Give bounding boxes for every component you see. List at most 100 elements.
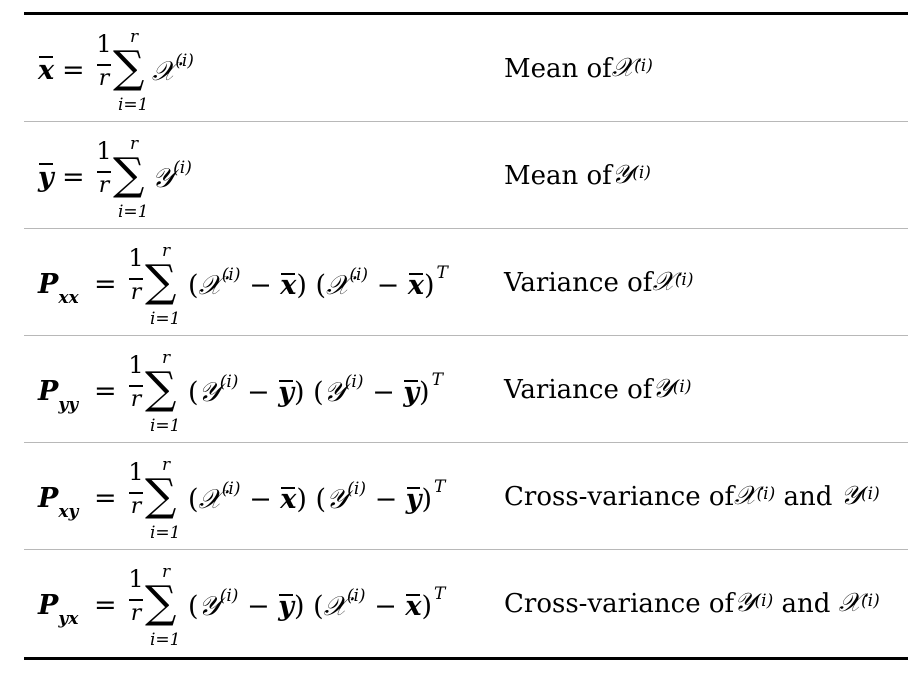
description-cell: Variance of 𝒴(i) xyxy=(504,336,691,443)
description-cell: Cross-variance of 𝒴(i) and 𝒳(i) xyxy=(504,550,880,657)
lhs-subscript: yy xyxy=(58,395,79,416)
formula-cell: Pxx = 1 r ∑ r i=1 (𝒳(i) − x) (𝒳(i) − x)T xyxy=(38,229,498,336)
formula-cell: y = 1 r ∑ r i=1 𝒴(i) xyxy=(38,122,498,229)
fraction-numerator: 1 xyxy=(96,30,112,58)
description-superscript: (i) xyxy=(634,55,653,76)
summation-upper-limit: r xyxy=(162,241,171,261)
formula-cell: Pyy = 1 r ∑ r i=1 (𝒴(i) − y) (𝒴(i) − y)T xyxy=(38,336,498,443)
description-superscript: (i) xyxy=(861,483,880,504)
summation-sign: ∑ xyxy=(145,256,177,307)
equals-sign: = xyxy=(62,55,85,86)
equals-sign: = xyxy=(94,269,117,300)
description-text: Cross-variance of xyxy=(504,588,735,619)
summation-upper-limit: r xyxy=(130,134,139,154)
lhs-subscript: yx xyxy=(58,609,79,630)
summation-lower-limit: i=1 xyxy=(150,416,181,436)
description-superscript: (i) xyxy=(756,483,776,504)
description-cell: Mean of 𝒴(i) xyxy=(504,122,651,229)
table-row: y = 1 r ∑ r i=1 𝒴(i) Mean of 𝒴(i) xyxy=(24,122,908,229)
equals-sign: = xyxy=(94,483,117,514)
summation-upper-limit: r xyxy=(162,455,171,475)
summation-lower-limit: i=1 xyxy=(118,95,149,115)
summation-lower-limit: i=1 xyxy=(118,202,149,222)
summation-sign: ∑ xyxy=(113,149,145,200)
description-superscript: (i) xyxy=(674,269,694,290)
table-row: Pxy = 1 r ∑ r i=1 (𝒳(i) − x) (𝒴(i) − y)T… xyxy=(24,443,908,550)
summation-sign: ∑ xyxy=(145,363,177,414)
fraction-denominator: r xyxy=(130,280,142,305)
description-symbol: 𝒳 xyxy=(611,53,635,83)
lhs-subscript: xx xyxy=(58,288,79,309)
row-divider xyxy=(24,442,908,443)
description-superscript: (i) xyxy=(632,162,651,183)
summand: (𝒴(i) − y) (𝒴(i) − y)T xyxy=(188,370,443,408)
row-divider xyxy=(24,335,908,336)
fraction-denominator: r xyxy=(130,387,142,412)
description-text: Variance of xyxy=(504,374,653,405)
summation-upper-limit: r xyxy=(130,27,139,47)
formula-cell: Pyx = 1 r ∑ r i=1 (𝒴(i) − y) (𝒳(i) − x)T xyxy=(38,550,498,657)
top-rule xyxy=(24,12,908,15)
fraction-bar xyxy=(97,64,111,66)
description-superscript: (i) xyxy=(754,590,774,611)
fraction-denominator: r xyxy=(130,494,142,519)
summation-lower-limit: i=1 xyxy=(150,630,181,650)
fraction-bar xyxy=(129,278,143,280)
fraction-bar xyxy=(97,171,111,173)
fraction-denominator: r xyxy=(98,173,110,198)
description-text: Mean of xyxy=(504,53,612,84)
description-text: Cross-variance of xyxy=(504,481,735,512)
description-text: Mean of xyxy=(504,160,612,191)
summand-superscript: (i) xyxy=(173,158,192,178)
bottom-rule xyxy=(24,657,908,660)
description-text: Variance of xyxy=(504,267,653,298)
lhs-symbol: y xyxy=(38,162,54,193)
table-row: x = 1 r ∑ r i=1 𝒳(i) Mean of 𝒳(i) xyxy=(24,15,908,122)
description-symbol: 𝒳 xyxy=(838,588,862,618)
description-superscript: (i) xyxy=(672,376,692,397)
fraction-numerator: 1 xyxy=(128,244,144,272)
summand-superscript: (i) xyxy=(175,51,194,71)
row-divider xyxy=(24,228,908,229)
description-cell: Cross-variance of 𝒳(i) and 𝒴(i) xyxy=(504,443,880,550)
summand: (𝒴(i) − y) (𝒳(i) − x)T xyxy=(188,584,446,622)
fraction-bar xyxy=(129,599,143,601)
lhs-symbol: Pxy xyxy=(38,483,79,523)
summand-symbol: 𝒴 xyxy=(152,163,174,194)
row-divider xyxy=(24,549,908,550)
fraction-bar xyxy=(129,492,143,494)
table-row: Pyx = 1 r ∑ r i=1 (𝒴(i) − y) (𝒳(i) − x)T… xyxy=(24,550,908,657)
table-row: Pxx = 1 r ∑ r i=1 (𝒳(i) − x) (𝒳(i) − x)T… xyxy=(24,229,908,336)
equals-sign: = xyxy=(62,162,85,193)
summation-lower-limit: i=1 xyxy=(150,523,181,543)
description-symbol: 𝒳 xyxy=(652,267,675,297)
fraction-bar xyxy=(129,385,143,387)
fraction-numerator: 1 xyxy=(128,565,144,593)
summation-lower-limit: i=1 xyxy=(150,309,181,329)
description-conjunction: and xyxy=(773,588,839,619)
lhs-subscript: xy xyxy=(58,502,79,523)
lhs-symbol: Pyx xyxy=(38,590,79,630)
fraction-denominator: r xyxy=(130,601,142,626)
description-symbol: 𝒳 xyxy=(734,481,757,511)
description-cell: Mean of 𝒳(i) xyxy=(504,15,653,122)
description-superscript: (i) xyxy=(861,590,880,611)
table-row: Pyy = 1 r ∑ r i=1 (𝒴(i) − y) (𝒴(i) − y)T… xyxy=(24,336,908,443)
summation-sign: ∑ xyxy=(113,42,145,93)
summation-sign: ∑ xyxy=(145,577,177,628)
formula-cell: Pxy = 1 r ∑ r i=1 (𝒳(i) − x) (𝒴(i) − y)T xyxy=(38,443,498,550)
fraction-numerator: 1 xyxy=(128,351,144,379)
summation-sign: ∑ xyxy=(145,470,177,521)
summand-symbol: 𝒳 xyxy=(152,56,176,87)
lhs-symbol: Pxx xyxy=(38,269,79,309)
summation-upper-limit: r xyxy=(162,348,171,368)
fraction-numerator: 1 xyxy=(96,137,112,165)
description-symbol: 𝒴 xyxy=(840,481,862,511)
description-symbol: 𝒴 xyxy=(652,374,673,404)
fraction-denominator: r xyxy=(98,66,110,91)
description-cell: Variance of 𝒳(i) xyxy=(504,229,693,336)
summand: (𝒳(i) − x) (𝒴(i) − y)T xyxy=(188,477,446,515)
lhs-symbol: x xyxy=(38,55,55,86)
equals-sign: = xyxy=(94,590,117,621)
summand: 𝒳(i) xyxy=(152,51,194,88)
